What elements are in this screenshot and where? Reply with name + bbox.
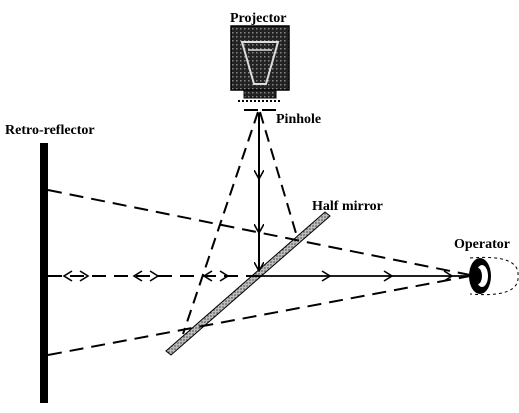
projector-ray-left <box>182 111 259 335</box>
projector-icon <box>230 25 290 102</box>
optical-axis <box>48 270 470 282</box>
pinhole-label: Pinhole <box>276 112 321 127</box>
upper-ray <box>47 189 471 276</box>
half-mirror <box>165 211 331 356</box>
retro-reflector-label: Retro-reflector <box>5 123 95 138</box>
retro-reflector <box>40 143 48 403</box>
operator-label: Operator <box>454 237 510 252</box>
half-mirror-label: Half mirror <box>312 199 383 214</box>
projector-label: Projector <box>230 11 286 26</box>
eye-icon <box>469 256 519 296</box>
projector-ray-right <box>259 111 299 241</box>
lower-ray <box>47 275 471 356</box>
